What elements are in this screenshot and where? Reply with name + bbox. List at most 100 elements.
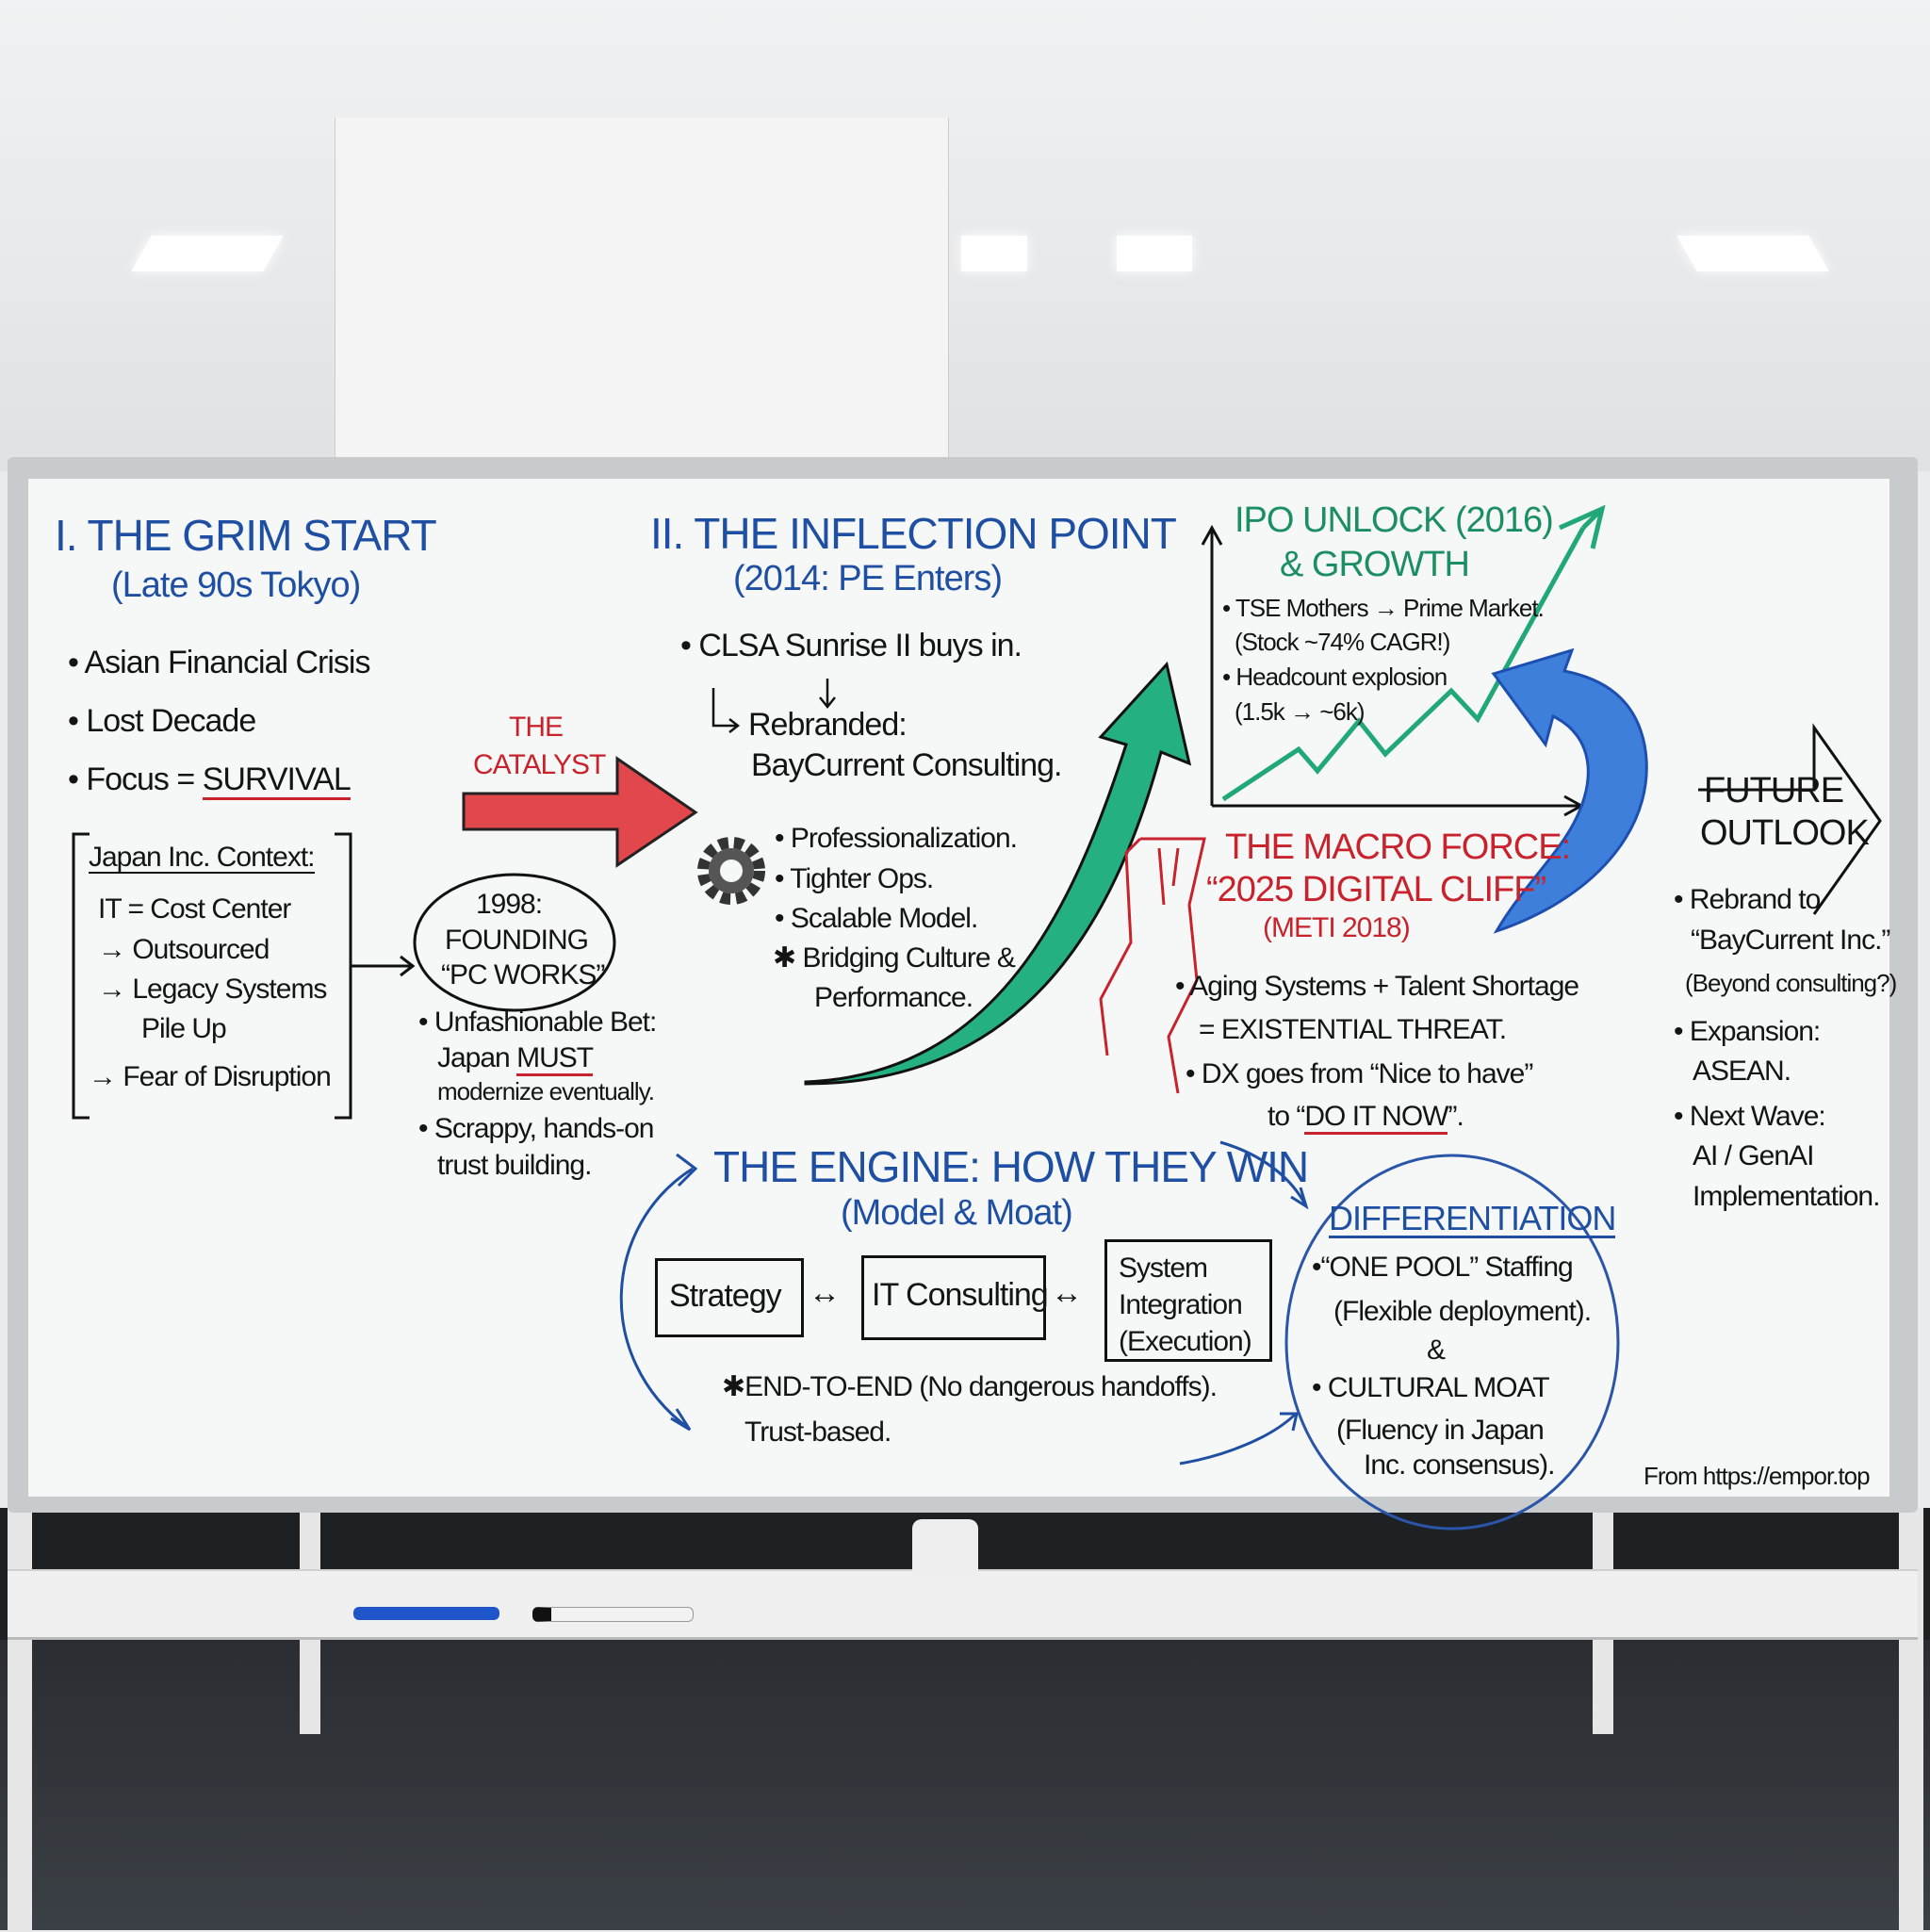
- growth-line: [1221, 526, 1586, 802]
- future-title: OUTLOOK: [1700, 813, 1870, 853]
- grim-bullet: • Lost Decade: [68, 703, 256, 739]
- ipo-bullet: (1.5k → ~6k): [1235, 697, 1366, 726]
- future-bullet: AI / GenAI: [1693, 1140, 1814, 1171]
- context-line: Pile Up: [141, 1013, 227, 1044]
- it-consulting-label: IT Consulting: [872, 1277, 1049, 1313]
- macro-text: to “: [1268, 1101, 1305, 1132]
- cliff-drawing: [1099, 837, 1206, 1094]
- arrow-to-founding: [351, 955, 416, 977]
- clsa-buy-in: • CLSA Sunrise II buys in.: [680, 628, 1022, 663]
- founding-text: Japan: [437, 1042, 517, 1073]
- macro-title: (METI 2018): [1263, 912, 1411, 943]
- future-bullet: • Expansion:: [1674, 1016, 1821, 1047]
- black-marker[interactable]: [532, 1607, 694, 1622]
- ipo-title: IPO UNLOCK (2016): [1235, 500, 1554, 540]
- ipo-chart-axes: [1201, 524, 1585, 817]
- founding-label: FOUNDING: [445, 925, 589, 956]
- catalyst-label: THE: [509, 712, 564, 743]
- outline-arrow-icon: [1698, 723, 1882, 915]
- future-bullet: • Next Wave:: [1674, 1101, 1826, 1132]
- strategy-box: Strategy: [655, 1258, 804, 1337]
- red-arrow-icon: [462, 756, 698, 868]
- blue-marker[interactable]: [353, 1607, 499, 1620]
- future-bullet: (Beyond consulting?): [1685, 969, 1897, 997]
- green-growth-arrow: [804, 661, 1192, 1086]
- do-it-now: DO IT NOW: [1304, 1101, 1448, 1135]
- context-title: Japan Inc. Context:: [89, 842, 315, 874]
- differentiation-line: Inc. consensus).: [1364, 1449, 1555, 1481]
- inflection-bullet: ✱ Bridging Culture &: [773, 942, 1016, 974]
- bidirectional-arrow: ↔: [1051, 1275, 1083, 1311]
- strategy-label: Strategy: [669, 1278, 782, 1314]
- founding-bullet: Japan MUST: [437, 1042, 594, 1076]
- ipo-bullet: • TSE Mothers → Prime Market.: [1222, 594, 1545, 622]
- whiteboard: [28, 479, 1889, 1497]
- down-arrow-icon: [819, 679, 836, 710]
- macro-bullet: to “DO IT NOW”.: [1268, 1101, 1464, 1135]
- founding-bullet: trust building.: [437, 1150, 592, 1181]
- growth-line-arrowhead: [1558, 504, 1606, 549]
- bidirectional-arrow: ↔: [809, 1275, 841, 1311]
- future-bullet: • Rebrand to: [1674, 884, 1821, 915]
- baycurrent-consulting: BayCurrent Consulting.: [751, 747, 1063, 783]
- context-line: IT = Cost Center: [98, 893, 291, 925]
- end-to-end-note: ✱END-TO-END (No dangerous handoffs).: [722, 1371, 1218, 1402]
- differentiation-title: DIFFERENTIATION: [1329, 1199, 1616, 1238]
- context-bracket: [72, 832, 352, 1120]
- rebranded-label: Rebranded:: [748, 707, 908, 743]
- differentiation-line: •“ONE POOL” Staffing: [1312, 1252, 1574, 1283]
- pillar: [335, 118, 949, 476]
- catalyst-label: CATALYST: [473, 749, 606, 780]
- differentiation-line: (Flexible deployment).: [1333, 1296, 1592, 1327]
- engine-title: THE ENGINE: HOW THEY WIN: [713, 1142, 1309, 1191]
- macro-bullet: • DX goes from “Nice to have”: [1186, 1058, 1533, 1089]
- engine-subtitle: (Model & Moat): [841, 1193, 1073, 1233]
- founding-bullet: • Unfashionable Bet:: [418, 1007, 657, 1038]
- ipo-title: & GROWTH: [1280, 545, 1470, 584]
- must-word: MUST: [516, 1042, 594, 1076]
- inflection-bullet: Performance.: [814, 982, 973, 1013]
- ceiling-light: [961, 236, 1027, 271]
- it-consulting-box: IT Consulting: [861, 1255, 1049, 1340]
- arrow-to-differentiation: [1219, 1140, 1309, 1210]
- founding-bullet: modernize eventually.: [437, 1077, 655, 1105]
- differentiation-line: (Fluency in Japan: [1336, 1415, 1545, 1446]
- macro-title: THE MACRO FORCE:: [1225, 827, 1571, 867]
- founding-name: “PC WORKS”: [441, 959, 605, 991]
- inflection-bullet: • Scalable Model.: [775, 903, 978, 934]
- ipo-bullet: • Headcount explosion: [1222, 663, 1448, 691]
- ipo-bullet: (Stock ~74% CAGR!): [1235, 628, 1450, 656]
- grim-start-title: I. THE GRIM START: [55, 511, 437, 560]
- macro-bullet: • Aging Systems + Talent Shortage: [1175, 971, 1579, 1002]
- grim-start-subtitle: (Late 90s Tokyo): [111, 565, 361, 605]
- differentiation-circle: [1284, 1154, 1620, 1531]
- ceiling-light: [1117, 236, 1192, 271]
- blue-curved-arrow: [1491, 647, 1648, 934]
- engine-cycle-arrows: [619, 1153, 698, 1432]
- trust-based-note: Trust-based.: [744, 1416, 891, 1448]
- gear-icon: [697, 837, 765, 905]
- source-credit: From https://empor.top: [1644, 1462, 1871, 1490]
- founding-bullet: • Scrappy, hands-on: [418, 1113, 654, 1144]
- future-bullet: ASEAN.: [1693, 1056, 1791, 1087]
- grim-bullet: • Asian Financial Crisis: [68, 645, 370, 680]
- hook-arrow-icon: [711, 688, 741, 733]
- survival-word: SURVIVAL: [202, 761, 352, 800]
- founding-year: 1998:: [476, 889, 543, 920]
- system-integration-label: System Integration (Execution): [1119, 1253, 1252, 1357]
- inflection-title: II. THE INFLECTION POINT: [650, 509, 1177, 558]
- context-line: → Outsourced: [98, 934, 270, 965]
- arrow-into-differentiation: [1179, 1412, 1299, 1465]
- founding-circle: [413, 873, 616, 1012]
- grim-bullet-text: • Focus =: [68, 761, 203, 797]
- inflection-subtitle: (2014: PE Enters): [733, 559, 1003, 598]
- inflection-bullet: • Tighter Ops.: [775, 863, 934, 894]
- macro-title: “2025 DIGITAL CLIFF”: [1206, 870, 1546, 909]
- board-clip: [912, 1519, 978, 1576]
- grim-bullet: • Focus = SURVIVAL: [68, 761, 352, 800]
- future-bullet: “BayCurrent Inc.”: [1691, 925, 1890, 956]
- macro-bullet: = EXISTENTIAL THREAT.: [1199, 1014, 1507, 1045]
- differentiation-line: &: [1427, 1334, 1446, 1366]
- future-bullet: Implementation.: [1693, 1181, 1880, 1212]
